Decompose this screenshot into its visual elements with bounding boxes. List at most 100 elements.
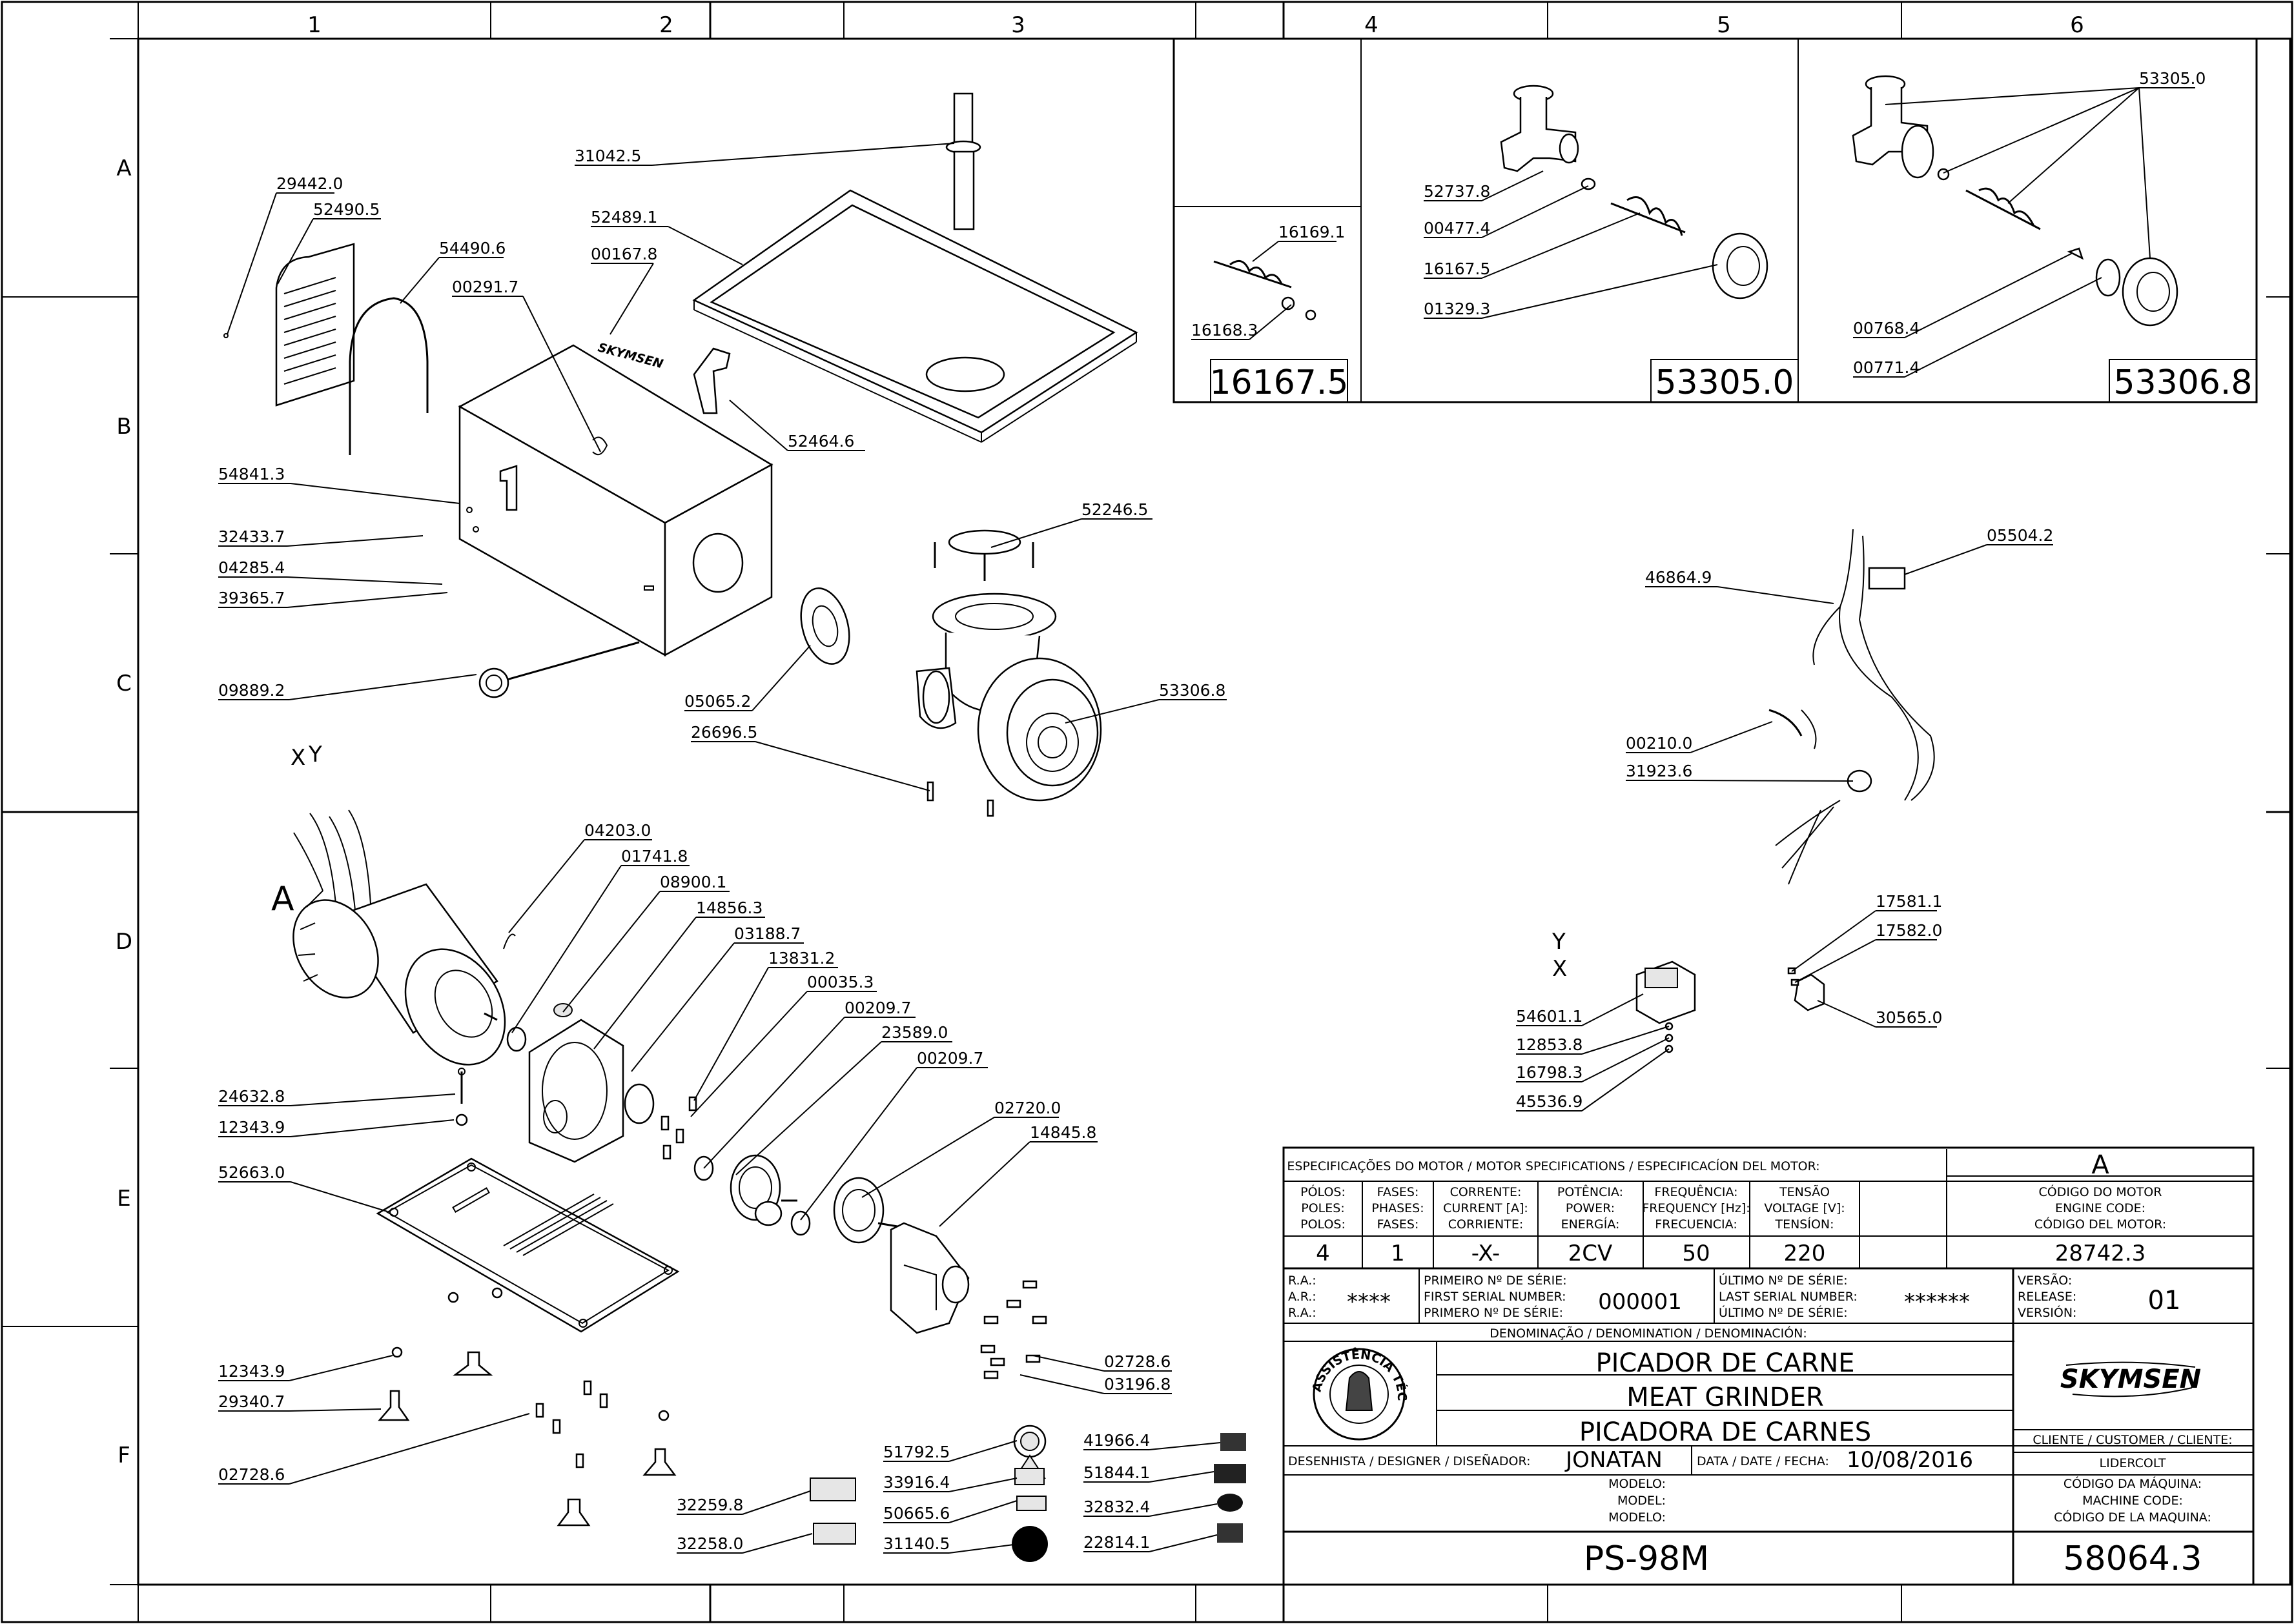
zone-col-5: 5 [1717, 12, 1731, 38]
tray-part [692, 189, 1138, 443]
motor-spec-label: TENSÃO [1779, 1184, 1830, 1199]
leader-line [289, 1413, 530, 1485]
leader-line [562, 891, 661, 1013]
part-number-label: 01741.8 [621, 847, 688, 866]
callout-00209.7: 00209.7 [703, 999, 916, 1169]
first-serial-label-es: PRIMERO Nº DE SÉRIE: [1424, 1305, 1563, 1320]
machine-code-label-pt: CÓDIGO DA MÁQUINA: [2064, 1476, 2202, 1491]
engine-code-value: 28742.3 [2055, 1241, 2146, 1266]
engine-code-label-pt: CÓDIGO DO MOTOR [2039, 1184, 2162, 1199]
part-number-label: 26696.5 [691, 723, 757, 742]
pusher-part [945, 92, 981, 230]
leader-line [508, 839, 585, 933]
callout-04203.0: 04203.0 [508, 821, 652, 933]
kit-53305-drawing [1500, 85, 1768, 299]
motor-spec-label: FREQUENCY [Hz]: [1642, 1201, 1750, 1215]
motor-spec-label: POTÊNCIA: [1557, 1184, 1623, 1199]
callout-32832.4: 32832.4 [1083, 1497, 1218, 1517]
base-plate-part [376, 1157, 680, 1333]
callout-17582.0: 17582.0 [1794, 921, 1942, 983]
kit-title-53306: 53306.8 [2113, 363, 2252, 402]
leader-line [693, 967, 769, 1101]
leader-line [287, 576, 443, 585]
leader-line [1481, 264, 1718, 319]
callout-16169.1: 16169.1 [1252, 223, 1345, 262]
callout-54601.1: 54601.1 [1516, 993, 1644, 1026]
part-number-label: 17581.1 [1876, 892, 1942, 911]
leader-line [742, 1533, 813, 1554]
denomination-en: MEAT GRINDER [1626, 1383, 1824, 1412]
callout-03188.7: 03188.7 [631, 924, 804, 1072]
version-value: 01 [2148, 1286, 2181, 1315]
leader-line [755, 741, 930, 791]
part-number-label: 52663.0 [218, 1163, 285, 1182]
callout-52464.6: 52464.6 [729, 400, 865, 451]
motor-spec-label: FASES: [1377, 1185, 1419, 1199]
callout-08900.1: 08900.1 [562, 873, 730, 1013]
date-value: 10/08/2016 [1847, 1447, 1973, 1473]
last-serial-label-pt: ÚLTIMO Nº DE SÉRIE: [1719, 1272, 1848, 1288]
leader-line [290, 483, 460, 504]
leader-line [729, 400, 788, 451]
motor-specs-header: ESPECIFICAÇÕES DO MOTOR / MOTOR SPECIFIC… [1287, 1159, 1819, 1173]
leader-line [1481, 212, 1641, 279]
part-number-label: 31140.5 [883, 1534, 950, 1553]
part-number-label: 02720.0 [994, 1099, 1061, 1117]
version-label-es: VERSIÓN: [2018, 1304, 2076, 1320]
part-number-label: 16169.1 [1278, 223, 1345, 241]
motor-spec-label: CORRENTE: [1450, 1185, 1522, 1199]
view-mark-y2: Y [1552, 929, 1566, 955]
part-number-label: 12343.9 [218, 1118, 285, 1137]
callout-16168.3: 16168.3 [1191, 304, 1292, 340]
callout-02720.0: 02720.0 [861, 1099, 1061, 1198]
authorized-service-seal: ASSISTÊNCIA TÉCNICA AUTORIZADA [0, 0, 1409, 1441]
part-number-label: 46864.9 [1645, 568, 1712, 587]
leader-line [1581, 1026, 1670, 1055]
leader-line [1252, 241, 1279, 262]
callout-09889.2: 09889.2 [218, 674, 477, 700]
engine-code-label-en: ENGINE CODE: [2055, 1201, 2146, 1215]
motor-spec-label: ENERGÍA: [1561, 1217, 1620, 1232]
callout-52246.5: 52246.5 [990, 500, 1152, 548]
version-label-pt: VERSÃO: [2018, 1273, 2072, 1288]
callout-53306.8: 53306.8 [1065, 681, 1227, 724]
motor-spec-value: 1 [1391, 1241, 1405, 1266]
machine-code-label-en: MACHINE CODE: [2082, 1494, 2183, 1508]
part-number-label: 02728.6 [1104, 1352, 1171, 1371]
leader-line [2007, 87, 2140, 204]
model-label-es: MODELO: [1608, 1510, 1666, 1525]
part-number-label: 52489.1 [591, 208, 657, 227]
ra-value: **** [1347, 1289, 1391, 1315]
part-number-label: 09889.2 [218, 681, 285, 700]
part-number-label: 05504.2 [1987, 526, 2053, 545]
revision-letter: A [2091, 1150, 2109, 1180]
machine-code-value: 58064.3 [2063, 1539, 2202, 1578]
part-number-label: 32433.7 [218, 527, 285, 546]
part-number-label: 52737.8 [1424, 182, 1490, 201]
leader-line [1581, 1048, 1670, 1111]
callout-14856.3: 14856.3 [593, 898, 765, 1050]
leader-line [1019, 1374, 1105, 1394]
callout-30565.0: 30565.0 [1817, 1000, 1942, 1028]
leader-line [287, 535, 424, 547]
part-number-label: 54601.1 [1516, 1007, 1582, 1026]
leader-line [287, 592, 448, 608]
last-serial-label-en: LAST SERIAL NUMBER: [1719, 1290, 1858, 1304]
part-number-label: 54841.3 [218, 465, 285, 483]
part-number-label: 04203.0 [584, 821, 651, 840]
part-number-label: 52490.5 [313, 200, 380, 219]
leader-line [1794, 939, 1876, 983]
motor-spec-label: FRECUENCIA: [1655, 1217, 1737, 1232]
callout-52489.1: 52489.1 [591, 208, 743, 265]
part-number-label: 00477.4 [1424, 219, 1490, 238]
part-number-label: 00210.0 [1626, 734, 1692, 753]
wiring-drawing [1635, 529, 1935, 1053]
part-number-label: 14845.8 [1030, 1123, 1096, 1142]
callout-00291.7: 00291.7 [452, 278, 601, 452]
part-number-label: 14856.3 [696, 898, 763, 917]
part-number-label: 53305.0 [2139, 69, 2206, 88]
title-block: ESPECIFICAÇÕES DO MOTOR / MOTOR SPECIFIC… [0, 0, 2255, 1586]
leader-line [752, 645, 811, 711]
kit-boxes: 16167.5 53305.0 53306.8 [1173, 39, 2258, 403]
leader-line [1149, 1442, 1221, 1450]
